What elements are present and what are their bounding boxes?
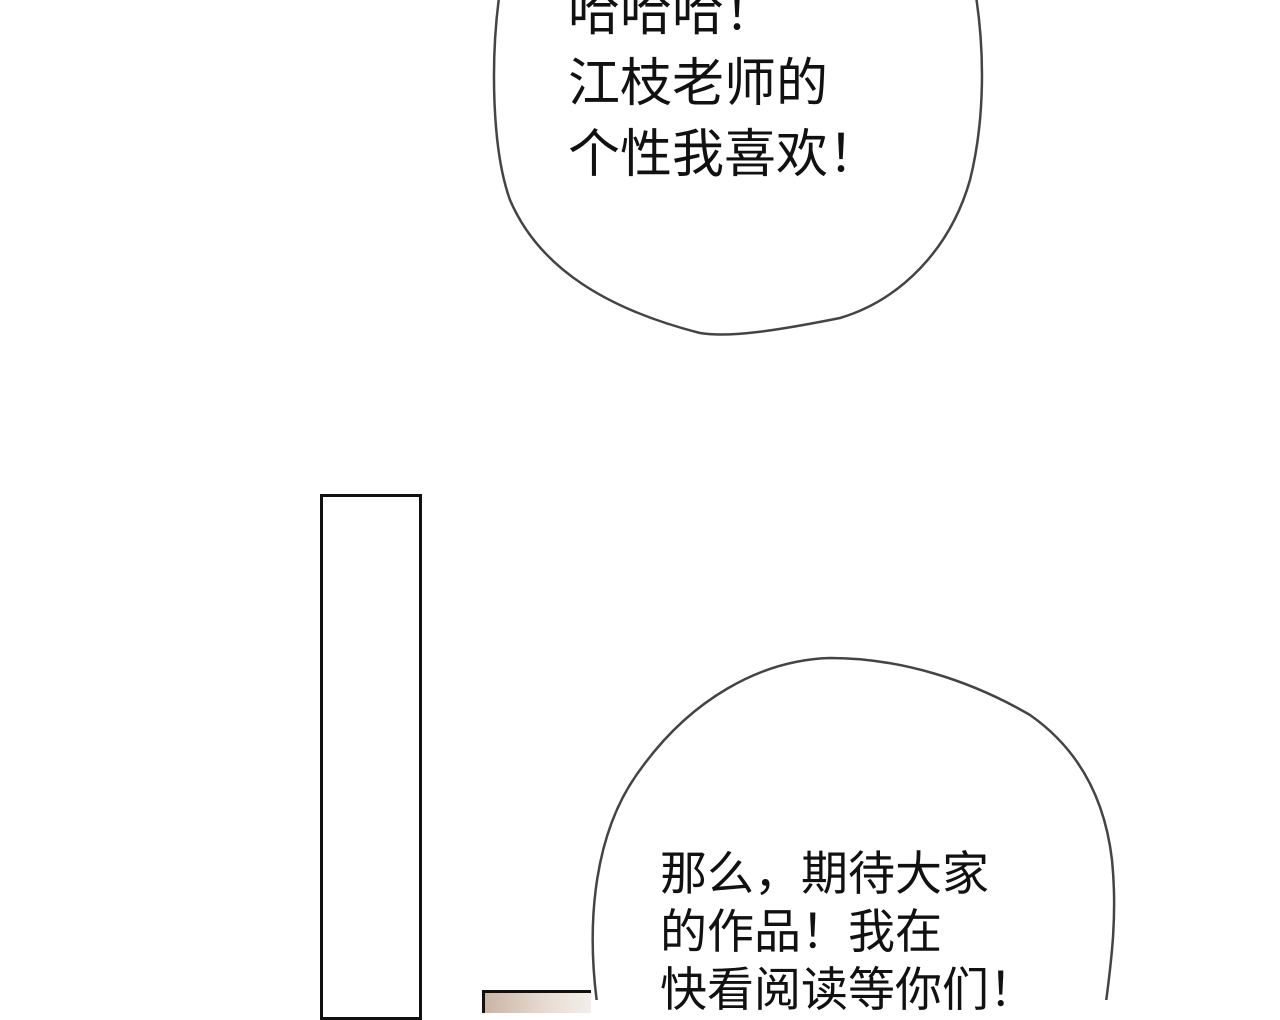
speech-bubble-bottom-outline [591, 656, 1116, 1000]
comic-panel-frame [320, 494, 422, 1020]
dialogue-line: 的作品！我在 [660, 905, 942, 960]
comic-panel-image-thumbnail [482, 990, 591, 1013]
dialogue-line: 哈哈哈！ [568, 0, 777, 43]
dialogue-line: 江枝老师的 [568, 54, 829, 114]
speech-bubble-top-text: 哈哈哈！ 江枝老师的 个性我喜欢！ [568, 0, 880, 191]
speech-bubble-top-outline [492, 0, 984, 336]
speech-bubble-bottom-text: 那么，期待大家 的作品！我在 快看阅读等你们！ [660, 846, 1036, 1020]
dialogue-line: 快看阅读等你们！ [660, 963, 1036, 1018]
dialogue-line: 那么，期待大家 [660, 847, 989, 902]
dialogue-line: 个性我喜欢！ [568, 125, 881, 185]
